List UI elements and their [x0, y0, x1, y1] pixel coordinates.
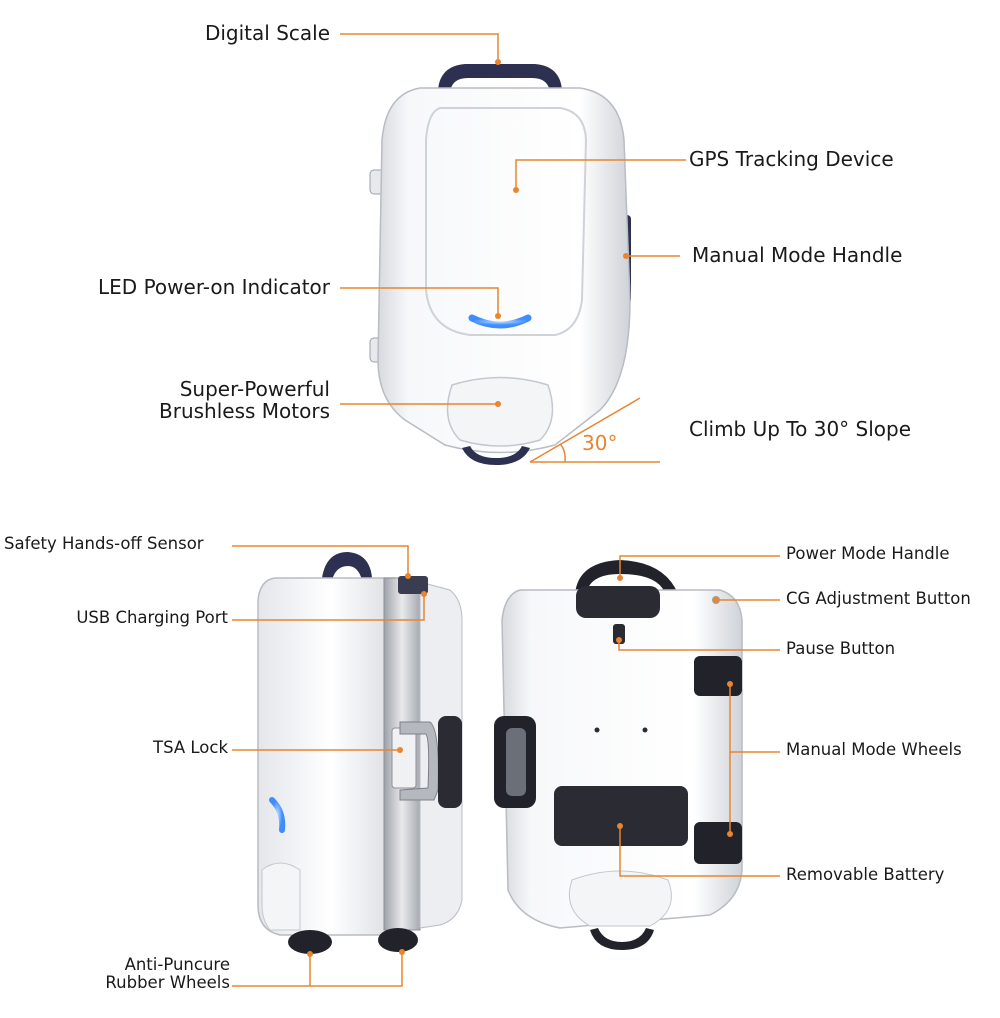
label-digital-scale: Digital Scale	[204, 21, 330, 45]
label-manual-wheels: Manual Mode Wheels	[786, 740, 962, 759]
side-leader-dots	[307, 573, 427, 957]
label-motors-line1: Super-Powerful	[179, 377, 330, 401]
label-manual-mode-handle: Manual Mode Handle	[692, 243, 903, 267]
label-gps-tracking: GPS Tracking Device	[689, 147, 894, 171]
top-motor-cover	[446, 376, 554, 447]
side-leader-lines	[232, 545, 425, 987]
top-shell	[377, 87, 631, 454]
top-wheel	[462, 446, 530, 465]
label-tsa-lock: TSA Lock	[152, 738, 228, 757]
top-carry-handle	[438, 64, 562, 92]
top-front-panel	[425, 107, 588, 336]
label-pause-button: Pause Button	[786, 639, 896, 658]
back-suitcase	[494, 560, 743, 950]
label-motors: Super-Powerful Brushless Motors	[159, 378, 330, 423]
back-screw-right	[642, 727, 648, 733]
label-slope-angle: 30°	[582, 431, 618, 455]
label-battery: Removable Battery	[786, 865, 945, 884]
label-usb-port: USB Charging Port	[76, 608, 228, 627]
back-leader-lines	[618, 555, 780, 877]
label-rubber-wheels: Anti-Puncure Rubber Wheels	[105, 955, 230, 993]
side-usb-port-block	[398, 576, 428, 594]
label-wheels-line2: Rubber Wheels	[105, 973, 230, 993]
back-manual-wheel-bottom	[694, 822, 742, 864]
back-control-bar	[576, 586, 660, 618]
back-pause-button	[613, 624, 625, 644]
back-left-handle-inner	[506, 728, 526, 796]
top-led-indicator	[468, 314, 532, 329]
side-tsa-lock	[391, 727, 417, 789]
side-lower-cover	[261, 862, 301, 931]
label-wheels-line1: Anti-Puncure	[124, 955, 230, 974]
label-safety-sensor: Safety Hands-off Sensor	[4, 534, 204, 553]
back-power-handle	[575, 560, 678, 596]
side-suitcase	[257, 552, 463, 954]
top-suitcase	[369, 64, 660, 465]
top-leader-dots	[495, 59, 629, 407]
back-removable-battery	[554, 786, 688, 846]
label-climb-slope: Climb Up To 30° Slope	[689, 417, 912, 441]
side-manual-handle	[399, 721, 439, 801]
side-carry-handle	[322, 552, 372, 580]
label-power-handle: Power Mode Handle	[786, 544, 950, 563]
label-led-indicator: LED Power-on Indicator	[98, 275, 330, 299]
slope-incline-line	[529, 397, 641, 463]
back-leader-dots	[616, 575, 733, 837]
side-led-indicator	[269, 797, 286, 833]
slope-angle-arc	[559, 443, 566, 463]
back-manual-wheel-top	[694, 656, 742, 696]
side-front-wheel	[288, 930, 332, 954]
back-wheel	[590, 928, 654, 950]
back-lower-cover	[568, 870, 672, 927]
top-leader-lines	[340, 33, 686, 405]
side-handle-grip	[438, 716, 462, 808]
label-motors-line2: Brushless Motors	[159, 399, 330, 424]
side-rear-wheel	[378, 928, 418, 952]
label-cg-button: CG Adjustment Button	[786, 589, 971, 608]
back-screw-left	[594, 727, 600, 733]
